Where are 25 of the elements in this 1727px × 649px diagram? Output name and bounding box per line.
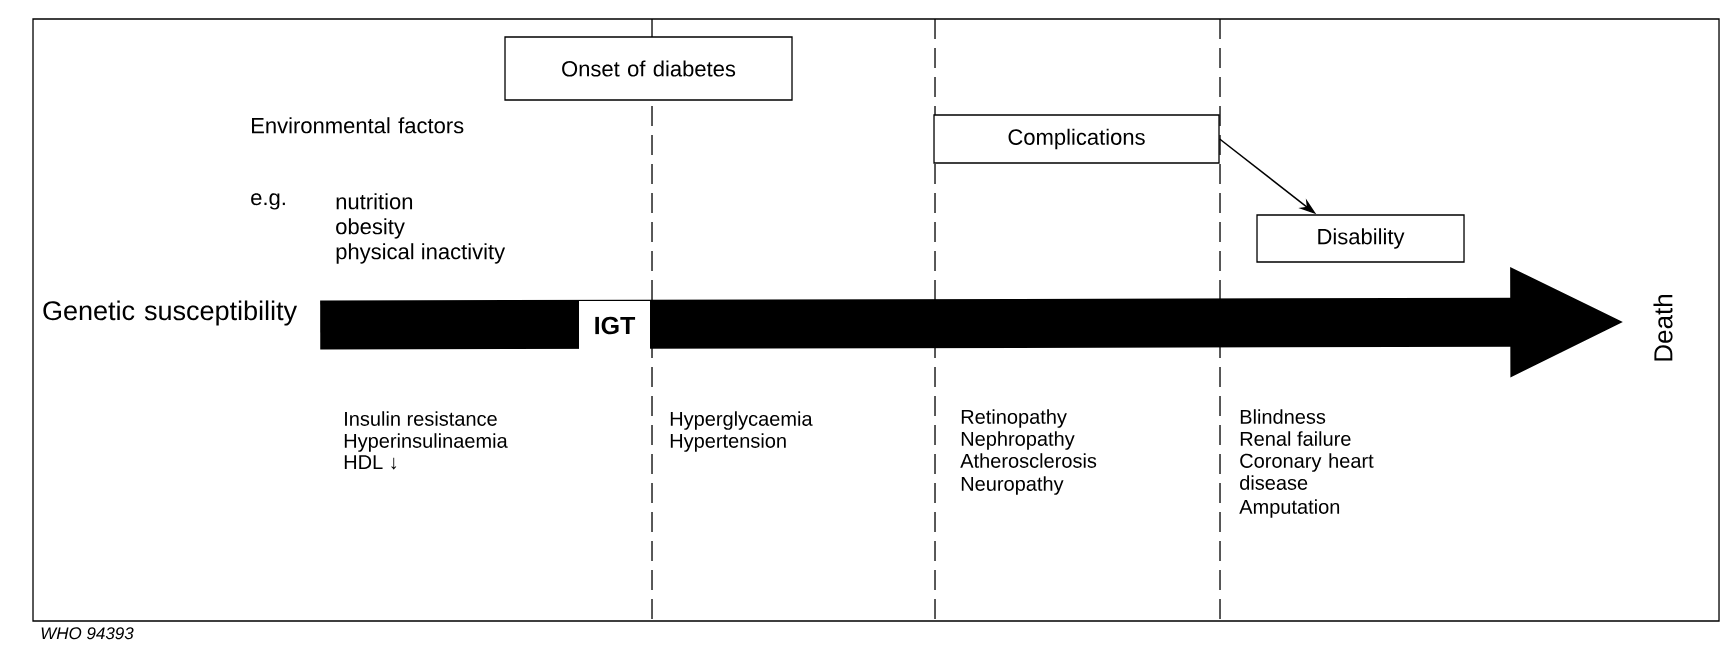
- text-label: Amputation: [1239, 499, 1340, 518]
- start-label: Genetic susceptibility: [43, 300, 298, 326]
- text-label: e.g.: [251, 193, 285, 210]
- text-label: Insulin resistance: [345, 411, 497, 426]
- text-label: Hyperglycaemia: [670, 411, 813, 430]
- process-box: Complications: [933, 114, 1220, 164]
- edge-label: IGT: [579, 301, 650, 350]
- text-label: Hypertension: [670, 433, 786, 452]
- text-label: Retinopathy: [961, 409, 1067, 428]
- text-label: nutrition: [336, 193, 413, 210]
- text-label: physical inactivity: [336, 243, 506, 264]
- text-label: Coronary heart disease: [1240, 453, 1374, 490]
- text-label: Blindness: [1240, 409, 1326, 424]
- text-label: HDL ↓: [344, 455, 397, 470]
- text-label: Environmental factors: [252, 117, 464, 134]
- text-label: Nephropathy: [961, 431, 1075, 450]
- text-label: Neuropathy: [961, 476, 1064, 495]
- text-label: Renal failure: [1240, 431, 1351, 446]
- process-box: Onset of diabetes: [504, 36, 793, 101]
- text-label: obesity: [336, 218, 405, 239]
- caption-text: WHO 94393: [41, 627, 134, 640]
- text-label: Atherosclerosis: [960, 453, 1097, 468]
- end-label: Death: [1653, 295, 1673, 361]
- text-label: Hyperinsulinaemia: [344, 433, 508, 452]
- process-box: Disability: [1256, 214, 1465, 263]
